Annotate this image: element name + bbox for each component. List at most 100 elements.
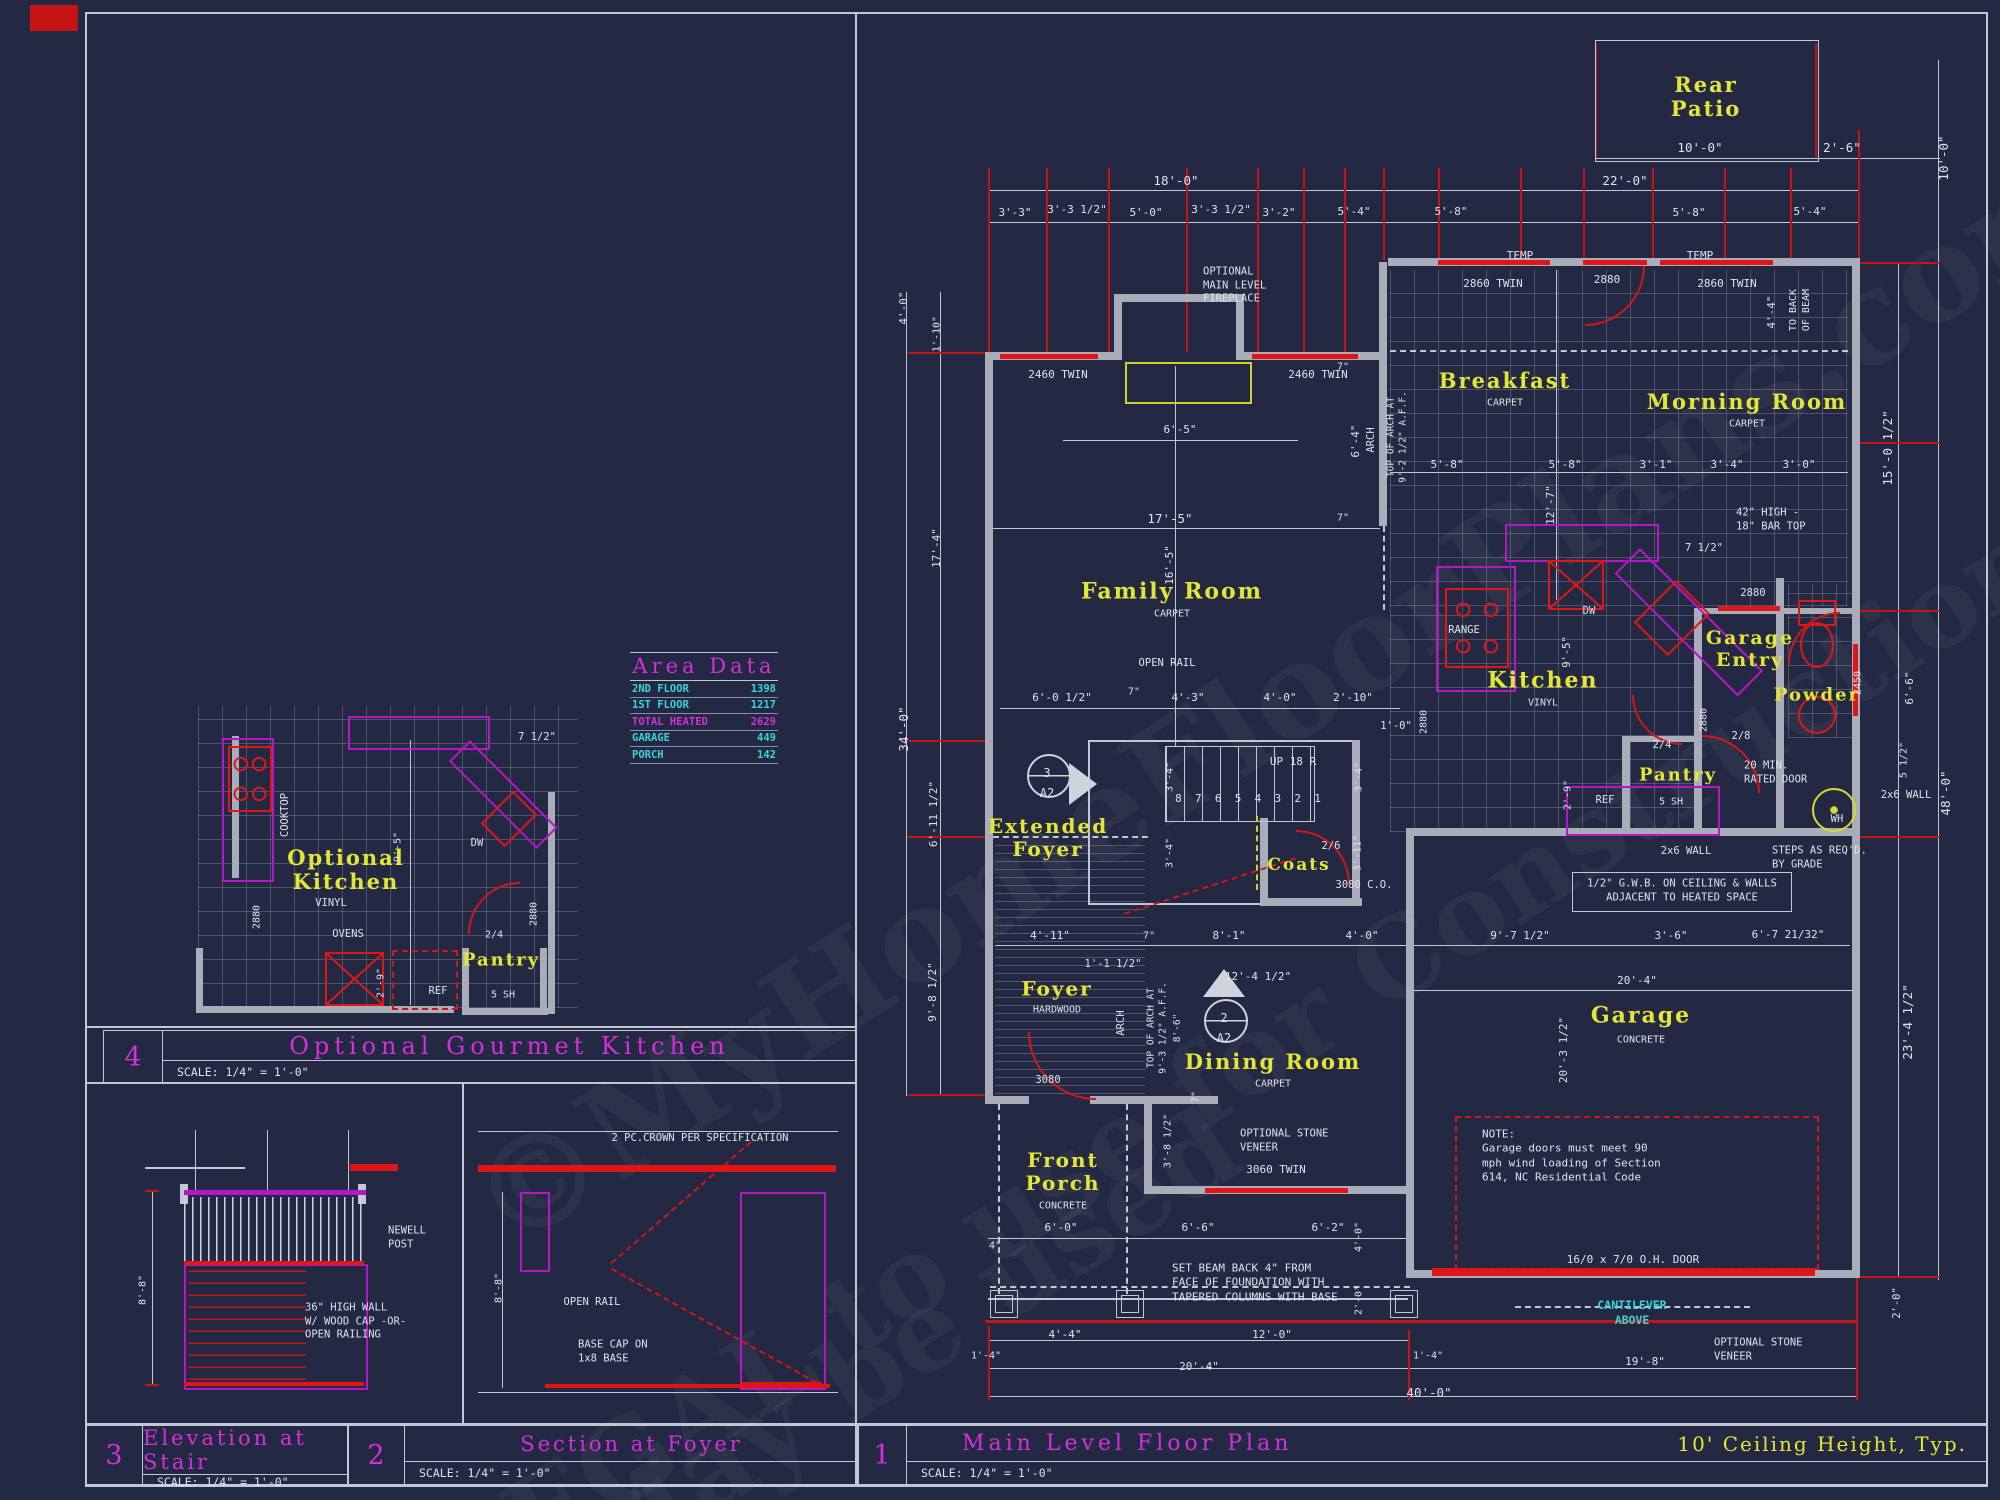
drawing-line xyxy=(1724,168,1726,260)
plan-text: Pantry xyxy=(1638,764,1718,786)
plan-text: CONCRETE xyxy=(1616,1034,1666,1046)
plan-text: RANGE xyxy=(1448,624,1480,637)
plan-text: 48'-0" xyxy=(1937,770,1953,816)
open-rail-line xyxy=(1256,816,1258,890)
drawing-line xyxy=(1622,740,1630,836)
porch-column xyxy=(1116,1290,1144,1318)
drawing-line xyxy=(988,1326,990,1400)
drawing-line xyxy=(548,792,555,1014)
drawing-line xyxy=(462,948,469,1012)
drawing-line xyxy=(988,1368,1858,1369)
drawing-line xyxy=(1595,158,1940,159)
titleblock-section-foyer: 2 Section at Foyer SCALE: 1/4" = 1'-0" xyxy=(347,1425,859,1485)
plan-text: 2x6 WALL xyxy=(1660,845,1712,858)
plan-text: 6'-6" xyxy=(1902,671,1916,705)
drawing-line xyxy=(1390,472,1848,473)
plan-text: 5'-4" xyxy=(1337,204,1371,218)
plan-text: TEMP xyxy=(1506,248,1534,262)
crown-band xyxy=(478,1165,836,1172)
drawing-line xyxy=(988,190,1860,191)
plan-text: 3'-11" xyxy=(1352,834,1364,872)
stair-hatch xyxy=(188,1268,306,1380)
plan-text: 2'-9" xyxy=(375,967,387,999)
drawing-line xyxy=(1412,990,1852,991)
plan-text: 36" HIGH WALL W/ WOOD CAP -OR- OPEN RAIL… xyxy=(305,1301,407,1341)
plan-text: 7" xyxy=(1336,361,1350,373)
plan-text: Foyer xyxy=(1021,976,1093,1001)
drawing-line xyxy=(985,1096,1029,1104)
viewport-scale: SCALE: 1/4" = 1'-0" xyxy=(177,1065,309,1079)
plan-text: 2/6 xyxy=(1321,840,1341,853)
plan-text: 6'-11 1/2" xyxy=(926,780,940,848)
plan-text: 3'-1" xyxy=(1639,457,1673,471)
plan-text: TEMP xyxy=(1686,248,1714,262)
drawing-line xyxy=(1088,740,1090,905)
drawing-line xyxy=(1406,836,1414,1278)
plan-text: 3'-4" xyxy=(1710,457,1744,471)
plan-text: 3'-4" xyxy=(1164,761,1176,793)
stair-rail xyxy=(184,1190,366,1195)
drawing-line xyxy=(348,1130,349,1192)
plan-text: CARPET xyxy=(1153,608,1191,620)
plan-text: 4" xyxy=(988,1240,1002,1252)
drawing-line xyxy=(908,836,985,838)
cooktop xyxy=(228,746,272,812)
plan-text: TOP OF ARCH AT 9'-3 1/2" A.F.F. xyxy=(1145,982,1169,1074)
plan-text: Pantry xyxy=(461,949,541,971)
drawing-line xyxy=(1352,740,1360,906)
plan-text: 22'-0" xyxy=(1602,172,1648,188)
ceiling-height-note: 10' Ceiling Height, Typ. xyxy=(1677,1431,1967,1456)
titleblock-elevation-stair: 3 Elevation at Stair SCALE: 1/4" = 1'-0" xyxy=(85,1425,349,1489)
row-value: 449 xyxy=(757,732,776,744)
table-row: GARAGE 449 xyxy=(630,731,778,747)
plan-text: 9'-5" xyxy=(392,831,404,863)
plan-text: 2880 xyxy=(528,901,540,927)
drawing-line xyxy=(990,1286,1410,1288)
plan-text: 6'-6" xyxy=(1181,1220,1215,1234)
plan-text: COOKTOP xyxy=(279,792,292,838)
drawing-line xyxy=(1383,168,1385,260)
table-row: 1ST FLOOR 1217 xyxy=(630,698,778,714)
window-2860-twin xyxy=(1438,260,1550,265)
drawing-line xyxy=(985,352,993,1104)
drawing-line xyxy=(478,1131,838,1132)
drawing-line xyxy=(1694,740,1702,836)
drawing-line xyxy=(1852,258,1860,1278)
window-2860-twin xyxy=(1660,260,1773,265)
frame-left xyxy=(85,12,87,1487)
plan-text: 3080 xyxy=(1035,1074,1061,1087)
plan-text: Morning Room xyxy=(1646,388,1848,414)
drawing-line xyxy=(988,1298,1408,1300)
plan-text: 12'-0" xyxy=(1252,1327,1292,1341)
section-marker-3 xyxy=(1027,754,1071,798)
drawing-line xyxy=(1260,818,1268,906)
drawing-line xyxy=(1652,168,1654,260)
plan-text: 2880 xyxy=(1418,709,1430,735)
plan-text: 4'-0" xyxy=(1345,928,1379,942)
plan-text: 20 MIN. RATED DOOR xyxy=(1744,759,1808,785)
drawing-line xyxy=(195,1130,196,1192)
plan-text: SET BEAM BACK 4" FROM FACE OF FOUNDATION… xyxy=(1172,1261,1338,1304)
plan-text: 2880 xyxy=(251,904,263,930)
row-label: PORCH xyxy=(632,748,664,761)
plan-text: 6'-7 21/32" xyxy=(1751,927,1825,941)
door-2880 xyxy=(1583,260,1647,265)
plan-text: REF xyxy=(1595,794,1615,807)
plan-text: Powder xyxy=(1773,684,1861,706)
drawing-line xyxy=(1186,168,1188,352)
drawing-line xyxy=(1583,168,1585,260)
plan-text: 5 SH xyxy=(490,989,516,1001)
viewport-title-text: Main Level Floor Plan xyxy=(962,1431,1293,1456)
drawing-line xyxy=(1595,44,1597,158)
plan-text: 2/4 xyxy=(1652,739,1672,752)
drawing-line xyxy=(1344,168,1346,352)
plan-text: Breakfast xyxy=(1438,367,1572,393)
plan-text: 3'-6" xyxy=(1654,928,1688,942)
drawing-line xyxy=(1175,366,1176,746)
plan-text: 5'-8" xyxy=(1672,205,1706,219)
window-3060-twin xyxy=(1205,1188,1348,1193)
drawing-line xyxy=(940,292,941,1096)
hearth xyxy=(1125,362,1252,404)
plan-text: 4'-4" xyxy=(1764,295,1778,329)
plan-text: 19'-8" xyxy=(1625,1354,1665,1368)
